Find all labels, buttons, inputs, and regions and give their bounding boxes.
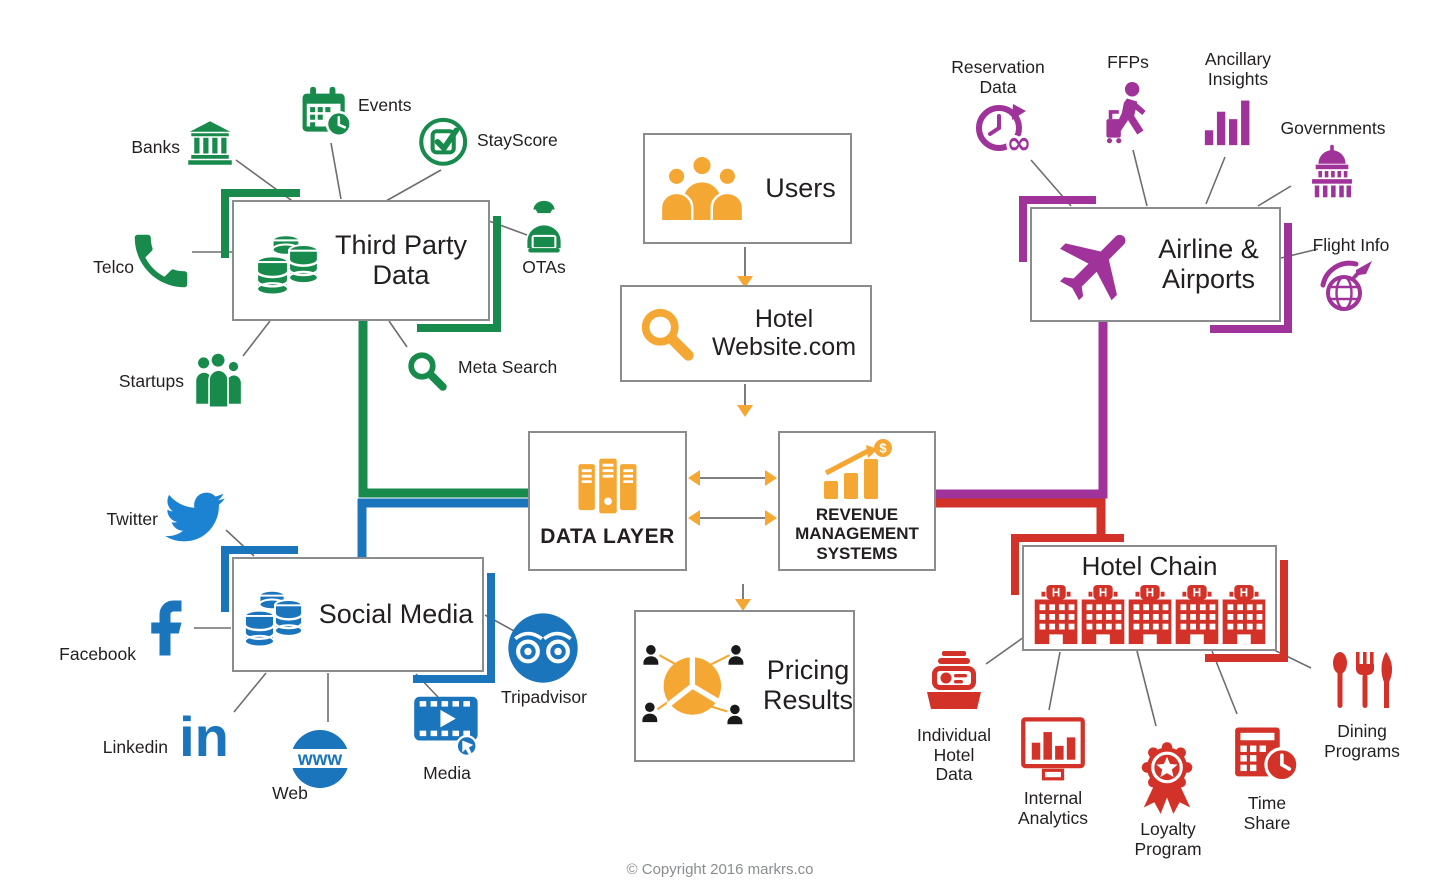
airplane-icon xyxy=(1052,219,1144,311)
register-icon xyxy=(922,646,986,718)
time-share-label: Time Share xyxy=(1243,793,1291,833)
globe-plane-icon xyxy=(1316,254,1380,318)
traveler-icon xyxy=(1094,80,1160,150)
database-icon xyxy=(243,584,305,646)
capitol-icon xyxy=(1303,141,1361,201)
users-label: Users xyxy=(765,172,836,203)
users-box: Users xyxy=(643,133,852,244)
banks-label: Banks xyxy=(131,137,180,157)
twitter-icon xyxy=(163,487,227,547)
www-globe-icon: www xyxy=(288,728,352,790)
media-label: Media xyxy=(423,763,471,783)
twitter-label: Twitter xyxy=(106,509,158,529)
telco-label: Telco xyxy=(93,257,134,277)
hotel-buildings-icon: H xyxy=(1032,584,1268,646)
svg-text:$: $ xyxy=(879,440,887,455)
hotel-chain-box: Hotel Chain H xyxy=(1011,534,1288,662)
facebook-icon xyxy=(132,595,198,661)
tripadvisor-owl-icon xyxy=(506,611,580,685)
bar-chart-icon xyxy=(1203,95,1255,147)
people-group-icon xyxy=(190,352,248,410)
svg-text:∞: ∞ xyxy=(1007,126,1032,161)
monitor-chart-icon xyxy=(1019,712,1087,784)
third-party-data-label: Third Party Data xyxy=(334,229,468,290)
otas-label: OTAs xyxy=(522,257,566,277)
airline-airports-label: Airline & Airports xyxy=(1158,233,1259,294)
flight-info-label: Flight Info xyxy=(1312,235,1390,255)
dining-programs-label: Dining Programs xyxy=(1324,721,1400,761)
internal-analytics-label: Internal Analytics xyxy=(1017,788,1089,828)
meta-search-label: Meta Search xyxy=(458,357,558,377)
magnifier-icon xyxy=(404,348,450,394)
servers-icon xyxy=(573,453,643,519)
calendar-clock-icon xyxy=(300,86,354,140)
bank-icon xyxy=(186,119,234,167)
calendar-clock-icon xyxy=(1233,720,1301,786)
award-badge-icon xyxy=(1133,740,1201,816)
data-layer-label: DATA LAYER xyxy=(540,525,675,548)
revenue-management-label: REVENUE MANAGEMENT SYSTEMS xyxy=(795,504,919,563)
pricing-results-label: Pricing Results xyxy=(762,655,853,715)
linkedin-label: Linkedin xyxy=(102,737,168,757)
phone-icon xyxy=(126,226,196,296)
revenue-management-box: $ REVENUE MANAGEMENT SYSTEMS xyxy=(778,431,936,571)
stayscore-label: StayScore xyxy=(477,130,558,150)
facebook-label: Facebook xyxy=(59,644,136,664)
reservation-data-label: Reservation Data xyxy=(951,57,1045,97)
cutlery-icon xyxy=(1328,646,1400,718)
film-media-icon xyxy=(412,688,482,758)
ancillary-insights-label: Ancillary Insights xyxy=(1204,49,1272,89)
social-media-box: Social Media xyxy=(221,546,495,683)
tripadvisor-label: Tripadvisor xyxy=(501,687,587,707)
svg-text:www: www xyxy=(297,749,343,770)
airline-airports-box: Airline & Airports xyxy=(1019,196,1292,333)
governments-label: Governments xyxy=(1280,118,1386,138)
pricing-results-box: Pricing Results xyxy=(634,610,855,762)
events-label: Events xyxy=(358,95,412,115)
clock-infinity-icon: ∞ xyxy=(972,98,1038,164)
linkedin-icon: in xyxy=(172,708,236,766)
loyalty-program-label: Loyalty Program xyxy=(1134,819,1202,859)
copyright-text: © Copyright 2016 markrs.co xyxy=(626,861,814,878)
third-party-data-box: Third Party Data xyxy=(221,189,501,332)
travel-agent-icon xyxy=(516,198,572,258)
startups-label: Startups xyxy=(118,371,184,391)
users-icon xyxy=(659,154,745,224)
linkedin-wordmark: in xyxy=(179,704,229,768)
social-media-label: Social Media xyxy=(318,598,474,629)
web-label: Web xyxy=(272,783,308,803)
revenue-chart-icon: $ xyxy=(815,438,899,501)
data-layer-box: DATA LAYER xyxy=(528,431,687,571)
magnifier-icon xyxy=(636,303,698,365)
individual-hotel-data-label: Individual Hotel Data xyxy=(917,725,991,785)
pie-chart-people-icon xyxy=(636,640,753,732)
check-circle-icon xyxy=(418,115,470,167)
ffps-label: FFPs xyxy=(1107,52,1149,72)
hotel-website-label: Hotel Website.com xyxy=(711,305,857,361)
hotel-website-box: Hotel Website.com xyxy=(620,285,872,382)
hotel-chain-label: Hotel Chain xyxy=(1081,550,1218,581)
database-icon xyxy=(255,228,321,294)
